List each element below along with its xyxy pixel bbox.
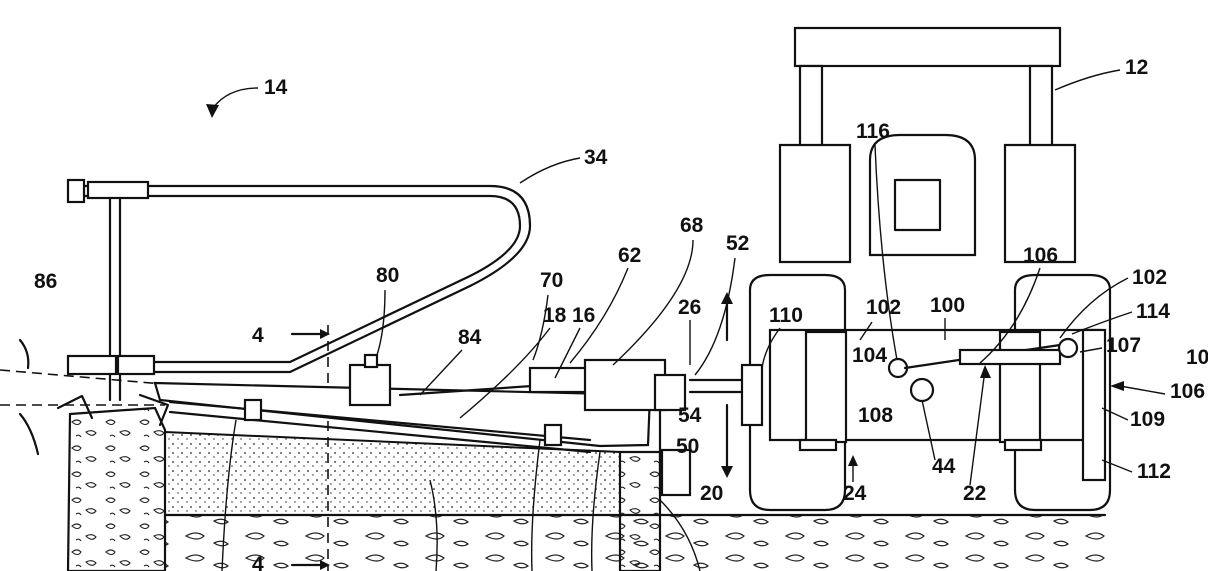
label-12: 12	[1125, 56, 1148, 79]
label-62: 62	[618, 244, 641, 267]
label-44: 44	[932, 455, 956, 478]
label-114: 114	[1136, 300, 1170, 323]
label-102-right: 102	[1132, 266, 1167, 289]
label-107: 107	[1106, 334, 1141, 357]
label-52: 52	[726, 232, 749, 255]
label-86: 86	[34, 270, 57, 293]
label-54: 54	[678, 404, 702, 427]
label-70: 70	[540, 269, 563, 292]
label-4-bottom: 4	[252, 553, 264, 571]
label-104: 104	[852, 344, 887, 367]
label-106-top: 106	[1023, 244, 1058, 267]
tilt-arrow-down-icon	[20, 414, 38, 454]
label-106-right: 106	[1170, 380, 1205, 403]
label-26: 26	[678, 296, 701, 319]
label-84: 84	[458, 326, 482, 349]
tractor	[742, 28, 1110, 510]
label-100: 100	[930, 294, 965, 317]
label-22: 22	[963, 482, 986, 505]
label-10: 10	[1186, 346, 1208, 369]
label-16: 16	[572, 304, 595, 327]
label-50: 50	[676, 435, 699, 458]
label-4-top: 4	[252, 324, 264, 347]
label-34: 34	[584, 146, 608, 169]
label-68: 68	[680, 214, 704, 237]
label-80: 80	[376, 264, 399, 287]
label-102: 102	[866, 296, 901, 319]
label-20: 20	[700, 482, 723, 505]
label-14: 14	[264, 76, 288, 99]
label-112: 112	[1137, 460, 1171, 483]
label-116: 116	[856, 120, 890, 143]
label-108: 108	[858, 404, 893, 427]
tilt-arrow-up-icon	[20, 340, 28, 368]
label-109: 109	[1130, 408, 1165, 431]
handle-frame	[68, 180, 530, 400]
left-form	[58, 395, 168, 571]
label-110: 110	[769, 304, 803, 327]
right-form	[620, 452, 660, 571]
label-24: 24	[843, 482, 867, 505]
